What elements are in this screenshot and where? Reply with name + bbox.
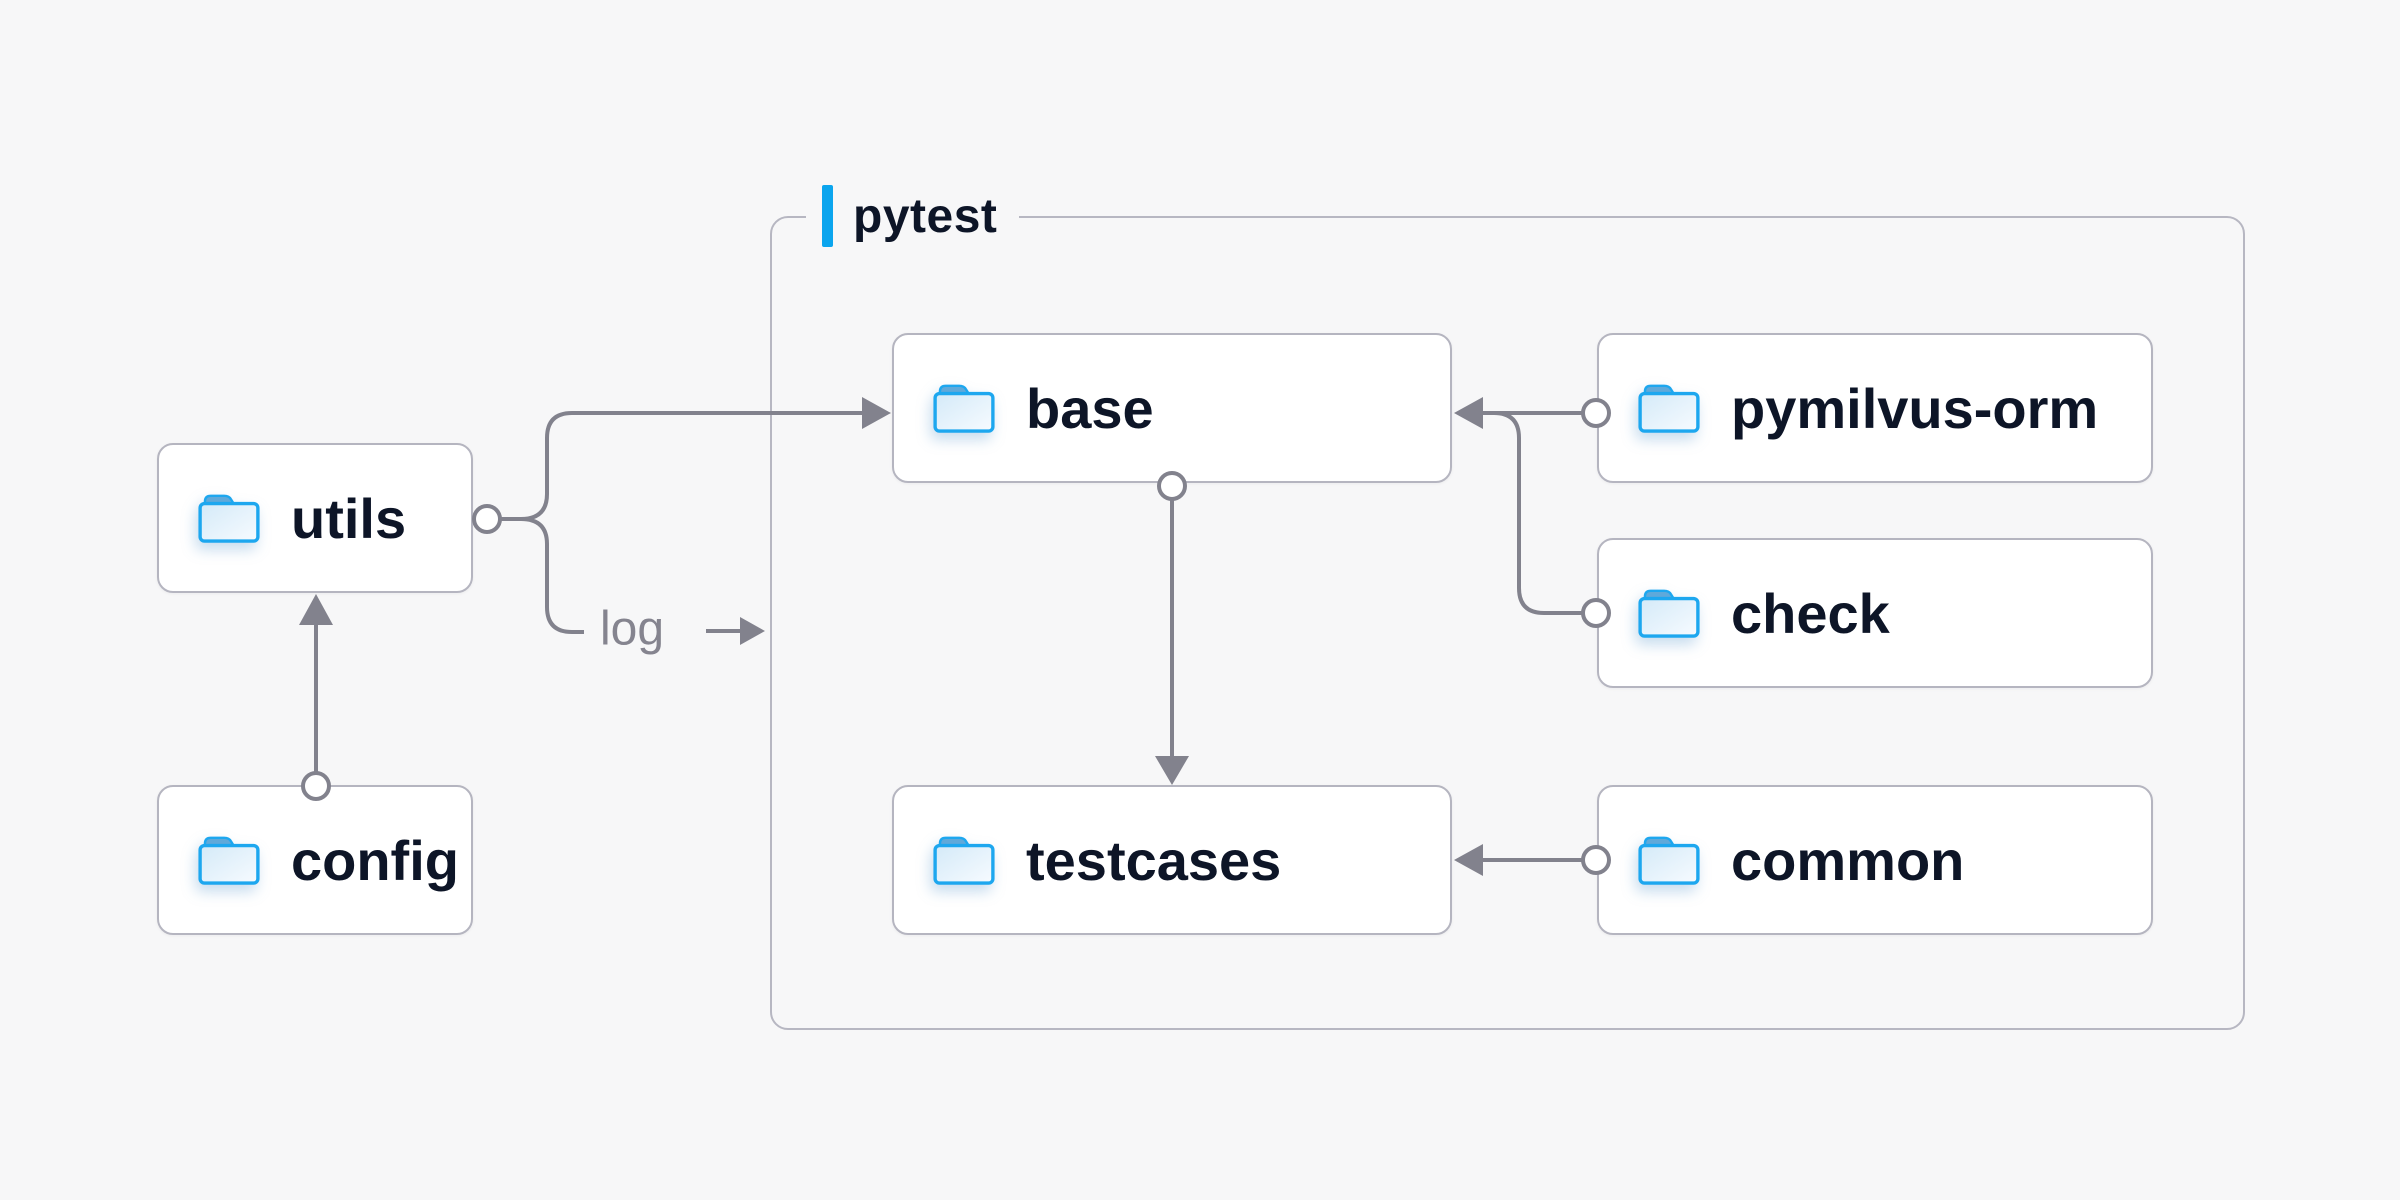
folder-icon [933, 836, 995, 885]
pytest-group-label: pytest [806, 179, 1020, 253]
node-config: config [157, 785, 473, 935]
group-title: pytest [853, 189, 998, 243]
node-label: utils [291, 486, 407, 550]
node-label: pymilvus-orm [1731, 376, 2099, 440]
node-check: check [1597, 538, 2153, 688]
folder-icon [1638, 384, 1700, 433]
arrowhead-log [740, 617, 765, 645]
node-common: common [1597, 785, 2153, 935]
node-label: base [1026, 376, 1154, 440]
folder-icon [933, 384, 995, 433]
node-label: config [291, 828, 459, 892]
folder-icon [1638, 589, 1700, 638]
node-label: testcases [1026, 828, 1282, 892]
folder-icon [1638, 836, 1700, 885]
accent-bar [822, 185, 833, 247]
node-utils: utils [157, 443, 473, 593]
folder-icon [198, 836, 260, 885]
edge-label-log: log [600, 602, 665, 656]
node-base: base [892, 333, 1452, 483]
arrowhead-up-into-utils [299, 594, 333, 625]
node-label: check [1731, 581, 1890, 645]
node-label: common [1731, 828, 1965, 892]
port-utils-right [472, 504, 502, 534]
node-pymilvus-orm: pymilvus-orm [1597, 333, 2153, 483]
folder-icon [198, 494, 260, 543]
pytest-group-container [770, 216, 2245, 1030]
edge-utils-log [520, 517, 584, 634]
node-testcases: testcases [892, 785, 1452, 935]
